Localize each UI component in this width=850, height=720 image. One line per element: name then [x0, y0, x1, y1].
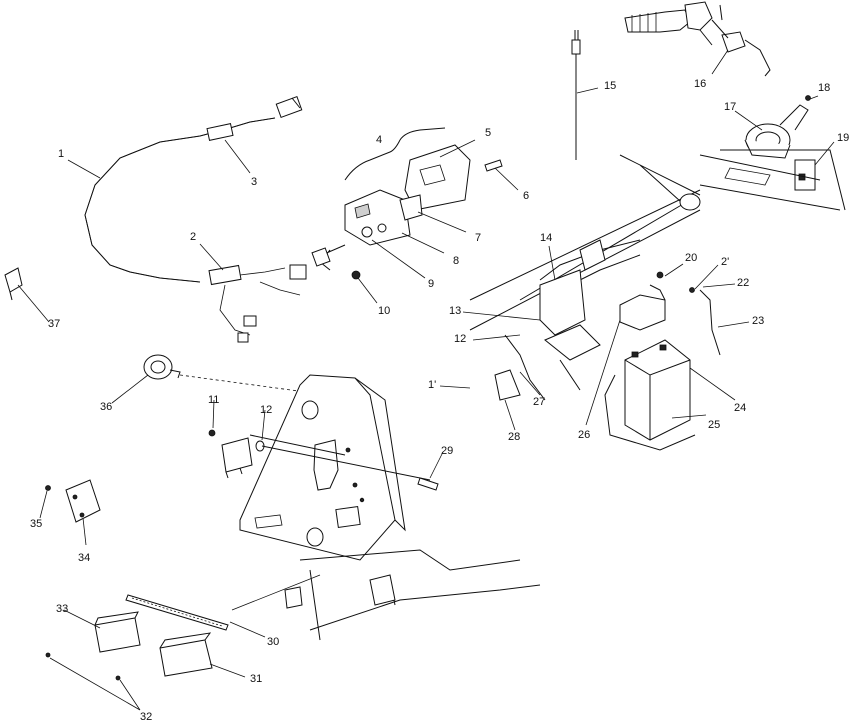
leader-dashed-36 — [179, 374, 351, 399]
frame-rails — [469, 154, 701, 401]
callout-15: 15 — [604, 80, 616, 92]
callout-11: 11 — [208, 394, 219, 406]
callout-7: 7 — [475, 232, 481, 244]
mount-bracket — [45, 479, 101, 523]
callout-26: 26 — [578, 429, 590, 441]
callout-9: 9 — [428, 278, 434, 290]
callout-22: 22 — [737, 277, 749, 289]
callout-14: 14 — [540, 232, 552, 244]
callout-31: 31 — [250, 673, 262, 685]
callout-12-left: 12 — [260, 404, 272, 416]
cable-assembly — [84, 96, 307, 343]
callout-20: 20 — [685, 252, 697, 264]
callout-35: 35 — [30, 518, 42, 530]
callout-28: 28 — [508, 431, 520, 443]
throttle-cable — [571, 30, 581, 160]
callout-36: 36 — [100, 401, 112, 413]
tail-light-assembly — [311, 127, 503, 280]
leader-lines — [17, 49, 835, 711]
callout-30: 30 — [267, 636, 279, 648]
relay-module — [208, 429, 431, 481]
callout-19: 19 — [837, 132, 849, 144]
bolt-29 — [417, 477, 439, 491]
callout-33: 33 — [56, 603, 68, 615]
callout-37: 37 — [48, 318, 60, 330]
callout-17: 17 — [724, 101, 736, 113]
callout-5: 5 — [485, 127, 491, 139]
callout-labels: 1 2 3 4 5 6 7 8 9 10 11 12 12 13 14 15 1… — [30, 78, 849, 720]
callout-16: 16 — [694, 78, 706, 90]
callout-18: 18 — [818, 82, 830, 94]
callout-1: 1 — [58, 148, 64, 160]
callout-32: 32 — [140, 711, 152, 720]
callout-12-right: 12 — [454, 333, 466, 345]
callout-13: 13 — [449, 305, 461, 317]
callout-8: 8 — [453, 255, 459, 267]
callout-21: 2' — [721, 256, 729, 268]
callout-10: 10 — [378, 305, 390, 317]
callout-21-lower: 1' — [428, 379, 436, 391]
callout-24: 24 — [734, 402, 746, 414]
connector-37 — [4, 267, 23, 301]
horn-assembly — [699, 95, 846, 211]
fuse-blocks — [45, 594, 229, 681]
callout-4: 4 — [376, 134, 382, 146]
callout-23: 23 — [752, 315, 764, 327]
callout-2: 2 — [190, 231, 196, 243]
callout-25: 25 — [708, 419, 720, 431]
frame-bulkhead — [239, 374, 541, 641]
callout-27: 27 — [533, 396, 545, 408]
speed-sensor — [143, 354, 181, 380]
battery-assembly — [604, 271, 721, 451]
callout-6: 6 — [523, 190, 529, 202]
handlebar-switch — [624, 1, 771, 77]
callout-3: 3 — [251, 176, 257, 188]
callout-34: 34 — [78, 552, 90, 564]
callout-29: 29 — [441, 445, 453, 457]
